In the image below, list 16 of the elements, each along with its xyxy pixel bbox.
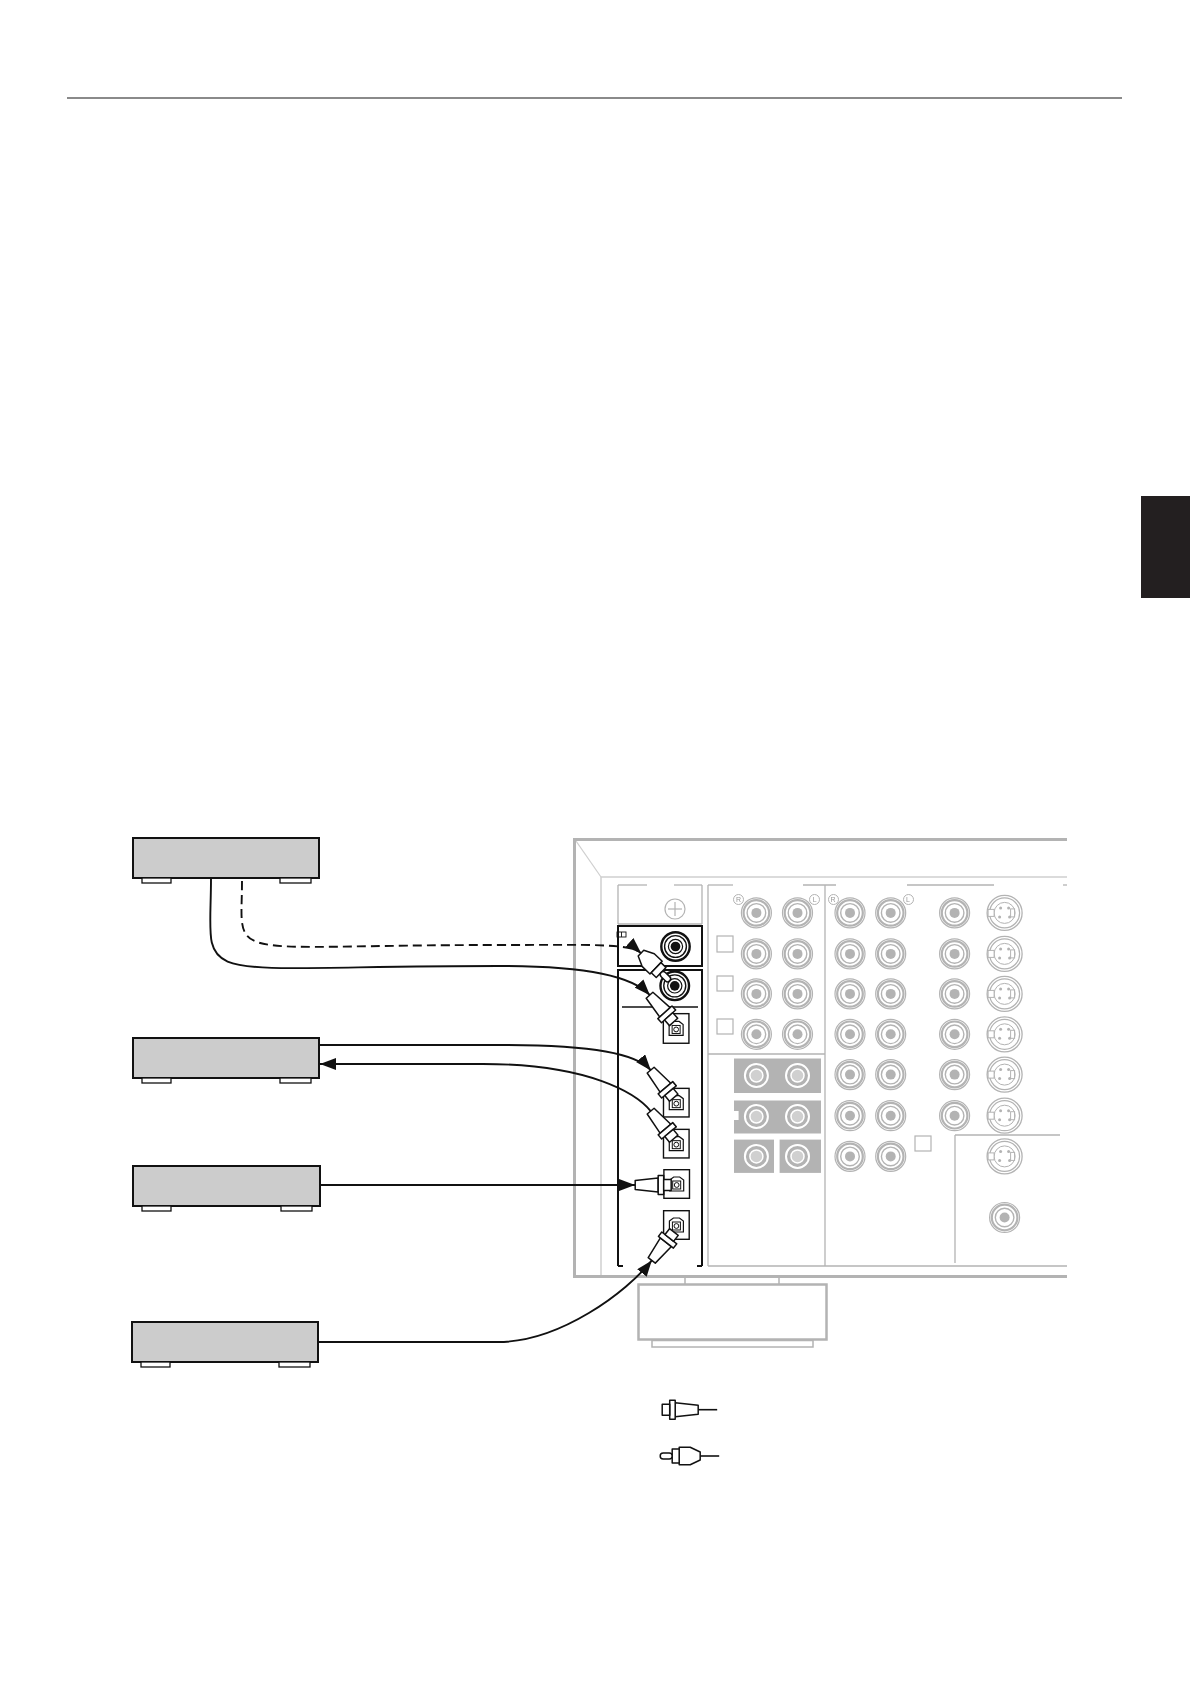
cable-arrow [319,1044,652,1072]
device-unit [132,1037,320,1084]
coaxial-jack-with-plug [637,949,692,1003]
optical-jack-with-plug [646,1107,691,1160]
device-unit [131,1321,319,1368]
device-unit [132,1165,321,1212]
cable-arrow [240,880,643,955]
optical-jack-with-plug [633,1168,691,1200]
cable-arrow [319,1058,652,1113]
device-unit [132,837,320,884]
optical-jack-with-plug [646,1066,691,1119]
cable-arrow [320,1179,636,1191]
optical-jack-with-plug [647,1209,691,1265]
cable-arrow [209,877,651,997]
cable-arrow [318,1259,653,1343]
optical-jack-with-plug [645,991,691,1045]
